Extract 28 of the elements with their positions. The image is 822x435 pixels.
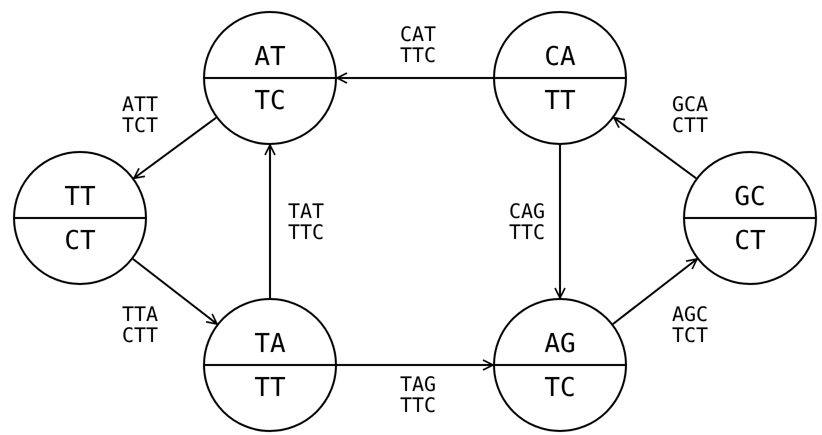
upper-text: CA — [543, 42, 577, 72]
edge-label: ATT TCT — [120, 94, 160, 136]
edge-label: CAT TTC — [398, 24, 438, 66]
arrow — [554, 145, 566, 299]
upper-text: AG — [543, 329, 577, 359]
upper-text: TA — [253, 329, 287, 359]
arrow — [337, 359, 494, 371]
arrow — [132, 258, 218, 325]
arrow — [613, 116, 697, 180]
arrow — [264, 144, 276, 298]
arrow — [612, 258, 698, 325]
upper-text: TT — [63, 182, 97, 212]
lower-text: CT — [63, 226, 97, 256]
lower-text: CT — [733, 226, 767, 256]
upper-text: AT — [253, 42, 287, 72]
lower-text: TT — [543, 86, 577, 116]
arrow — [336, 72, 493, 84]
edge-label: AGC TCT — [670, 304, 710, 346]
edge-label: TTA CTT — [120, 304, 160, 346]
edge-label: CAG TTC — [508, 201, 546, 243]
lower-text: TT — [253, 373, 287, 403]
edge-label: TAT TTC — [286, 201, 326, 243]
upper-text: GC — [733, 182, 767, 212]
arrow — [133, 116, 217, 180]
lower-text: TC — [253, 86, 287, 116]
edge-label: GCA CTT — [670, 94, 710, 136]
lower-text: TC — [543, 373, 577, 403]
edge-label: TAG TTC — [398, 374, 438, 416]
